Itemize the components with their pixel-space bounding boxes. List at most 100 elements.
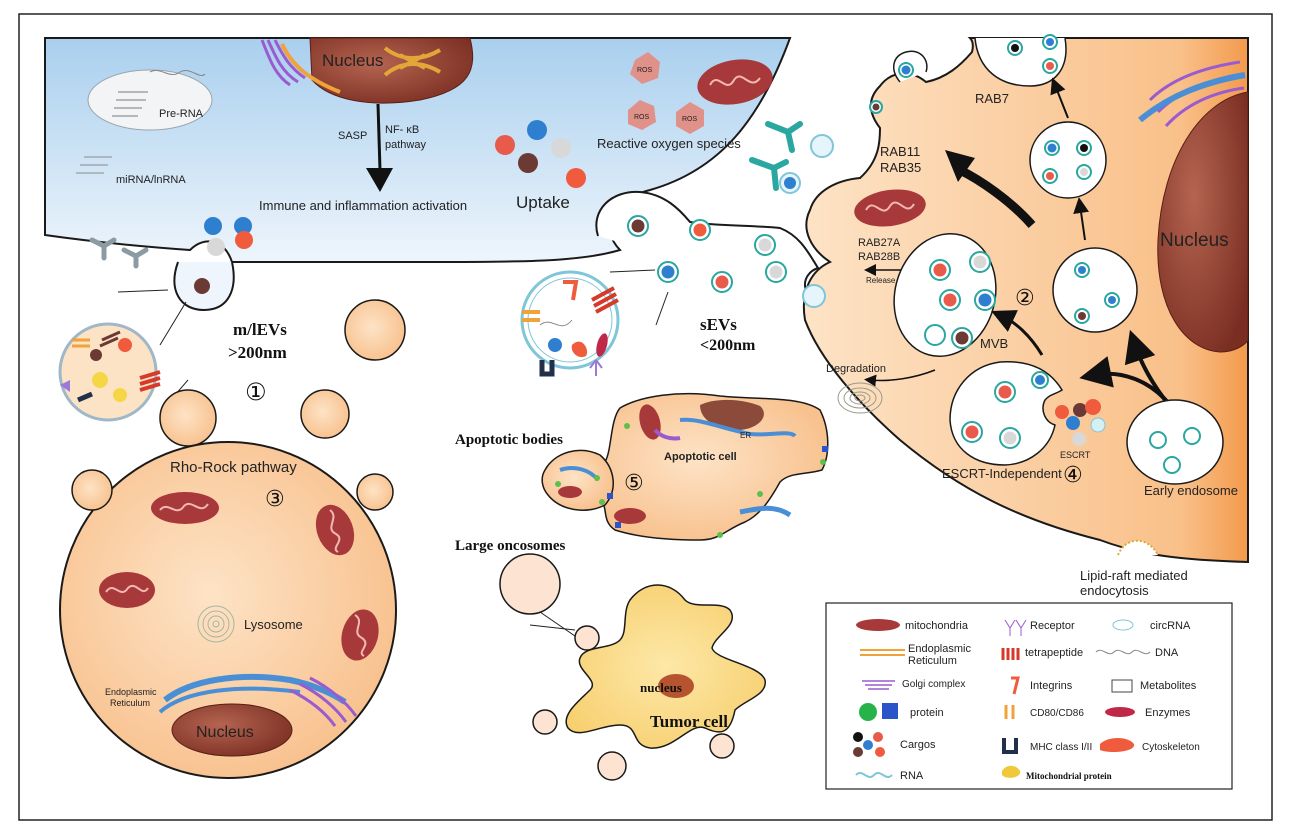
legend-mito-protein-icon: [1002, 765, 1021, 778]
mirna-label: miRNA/lnRNA: [116, 174, 186, 186]
immune-activation-label: Immune and inflammation activation: [259, 198, 467, 213]
large-oncosomes-label: Large oncosomes: [455, 538, 566, 554]
tumor-cell-label: Tumor cell: [650, 712, 728, 731]
rho-rock-label: Rho-Rock pathway: [170, 459, 297, 476]
legend-protein-square-icon: [882, 703, 898, 719]
legend-dna: DNA: [1155, 647, 1179, 659]
golgi-icon: [260, 39, 306, 87]
legend-mitochondria: mitochondria: [905, 620, 969, 632]
green-protein-dots: [555, 423, 826, 538]
rab28b-label: RAB28B: [858, 251, 900, 263]
legend-er-2: Reticulum: [908, 655, 957, 667]
degradation-label: Degradation: [826, 363, 886, 375]
escrt-independent-label: ESCRT-Independent: [942, 466, 1062, 481]
tetrapeptide-icon: [591, 286, 619, 314]
legend-protein: protein: [910, 707, 944, 719]
mitochondria-icons: [99, 492, 379, 661]
legend-integrin-icon: [1011, 676, 1020, 695]
receptor-icons: [749, 121, 803, 191]
step-3-marker: ③: [265, 487, 285, 512]
legend-integrins: Integrins: [1030, 680, 1073, 692]
sevs-size: <200nm: [700, 337, 756, 354]
lysosome-label: Lysosome: [244, 617, 303, 632]
tumor-nucleus-label: nucleus: [640, 680, 682, 695]
step-1-marker: ①: [245, 378, 267, 406]
rab11-label: RAB11: [880, 144, 920, 159]
legend-golgi: Golgi complex: [902, 679, 965, 690]
legend-mito-protein: Mitochondrial protein: [1026, 771, 1112, 781]
apoptotic-cell-label: Apoptotic cell: [664, 451, 737, 463]
nfkb-label: NF- κB: [385, 124, 419, 136]
legend-protein-circle-icon: [859, 703, 877, 721]
membrane-receptors-icon: [89, 237, 149, 269]
lipid-raft-label-1: Lipid-raft mediated: [1080, 568, 1188, 583]
er-icon: [280, 43, 341, 94]
apoptotic-bodies-label: Apoptotic bodies: [455, 432, 563, 448]
rab7-label: RAB7: [975, 91, 1009, 106]
ros-icons: [628, 52, 704, 134]
rab27a-label: RAB27A: [858, 237, 901, 249]
ll-er-label-2: Reticulum: [110, 698, 150, 708]
lysosome-icon: [197, 605, 235, 643]
legend-er-1: Endoplasmic: [908, 643, 971, 655]
cargo-dot: [566, 168, 586, 188]
mhc-icon: [539, 360, 555, 377]
apoptotic-zone: Apoptotic bodies ER Apoptotic cell ⑤: [455, 392, 829, 541]
legend-receptor: Receptor: [1030, 620, 1075, 632]
legend-mito-icon: [856, 619, 900, 631]
donor-cell: Nucleus RAB7 RAB11 RAB35 RAB27A RAB28B R…: [802, 34, 1249, 598]
pre-rna-label: Pre-RNA: [159, 108, 204, 120]
apoptotic-body: [541, 449, 614, 511]
legend-receptor-icon: [1004, 619, 1027, 636]
legend-enzymes: Enzymes: [1145, 707, 1191, 719]
cargo-dot: [527, 120, 547, 140]
mlev-cargo: [60, 330, 161, 403]
mlevs-label: m/lEVs: [233, 320, 287, 339]
mirna-strands-icon: [76, 156, 112, 174]
mlevs-size: >200nm: [228, 343, 287, 362]
step-4-marker: ④: [1063, 463, 1083, 488]
tumor-zone: Large oncosomes nucleus Tumor cell: [455, 538, 766, 781]
er-label: ER: [740, 431, 751, 440]
big-arrow-icon: [945, 150, 975, 182]
blebbing-cell: Rho-Rock pathway ③ Lysosome Endoplasmic …: [59, 389, 397, 779]
legend-mhc-icon: [1002, 738, 1018, 754]
sevs-label: sEVs: [700, 315, 737, 334]
mvb-vesicles: [924, 251, 996, 349]
sev-zone: sEVs <200nm: [520, 190, 826, 377]
legend-circrna: circRNA: [1150, 620, 1191, 632]
mvb-label: MVB: [980, 336, 1008, 351]
legend-cd80: CD80/CD86: [1030, 708, 1084, 719]
escrt-label: ESCRT: [1060, 450, 1091, 460]
tumor-cell: [565, 584, 766, 749]
legend-enzymes-icon: [1105, 707, 1135, 717]
cargo-dot: [551, 138, 571, 158]
legend-cd80-icon: [1004, 705, 1015, 719]
legend-metabolites: Metabolites: [1140, 680, 1197, 692]
lipid-raft-label-2: endocytosis: [1080, 583, 1149, 598]
pre-rna-bubble: [87, 69, 213, 131]
legend-dna-icon: [1095, 649, 1151, 655]
ros-1: ROS: [637, 67, 653, 74]
mlev-zone: m/lEVs >200nm ①: [58, 299, 406, 422]
ll-er-label-1: Endoplasmic: [105, 687, 157, 697]
sasp-label: SASP: [338, 130, 367, 142]
cargo-dot: [495, 135, 515, 155]
release-label: Release: [866, 276, 896, 285]
pathway-label: pathway: [385, 139, 426, 151]
ll-nucleus-label: Nucleus: [196, 724, 254, 741]
legend-er-icon: [860, 649, 905, 656]
right-nucleus-label: Nucleus: [1160, 230, 1229, 251]
degradation-icon: [837, 382, 883, 414]
ros-3: ROS: [682, 116, 698, 123]
pre-rna-strands-icon: [112, 91, 148, 117]
sasp-arrow-icon: [366, 168, 393, 192]
legend-rna: RNA: [900, 770, 924, 782]
dna-helix-icon: [149, 70, 206, 76]
step-5-marker: ⑤: [624, 471, 644, 496]
ros-2: ROS: [634, 114, 650, 121]
legend-mhc: MHC class I/II: [1030, 742, 1092, 753]
legend-cargos: Cargos: [900, 739, 936, 751]
legend-metabolites-icon: [1111, 679, 1133, 693]
